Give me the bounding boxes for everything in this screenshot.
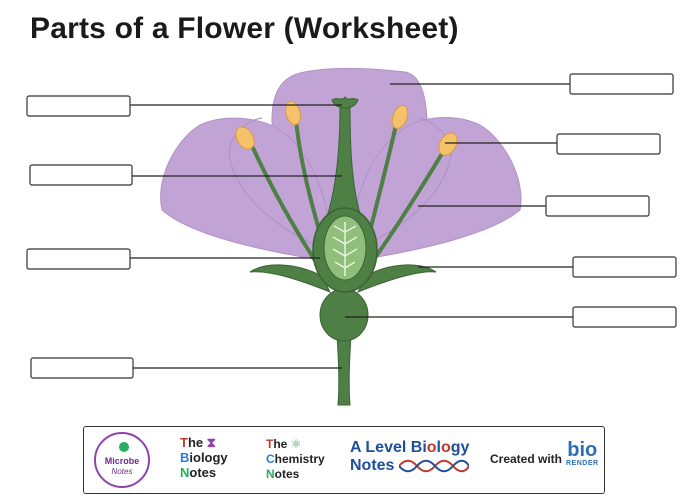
label-boxes [26,73,677,379]
anthers [235,100,458,156]
biology-notes-logo: The ⧗ Biology Notes [180,435,228,480]
receptacle [319,288,369,342]
dna-icon: ⧗ [206,435,216,450]
sepal-left [249,264,332,293]
label-box[interactable] [569,73,674,95]
petal-left-inner [228,117,326,251]
sepal-right [356,264,437,293]
petal-left [160,117,331,261]
flower-diagram [26,67,677,406]
label-box[interactable] [545,195,650,217]
label-box[interactable] [572,306,677,328]
dna-wave-icon [398,459,470,473]
stem [335,319,353,406]
ovules [332,222,358,276]
biorender-logo: bio RENDER [566,439,599,467]
chemistry-notes-logo: The ⚛ Chemistry Notes [266,437,325,481]
microbe-icon [119,442,129,452]
label-box[interactable] [556,133,661,155]
created-with-text: Created with [490,452,563,466]
page-title: Parts of a Flower (Worksheet) [30,12,459,45]
petal-right-inner [354,117,452,251]
a-level-biology-notes-logo: A Level Biology Notes [350,439,470,474]
microbe-notes-logo: Microbe Notes [94,432,150,488]
label-box[interactable] [29,164,133,186]
leader-lines [130,83,573,369]
label-box[interactable] [30,357,134,379]
label-box[interactable] [26,95,131,117]
atom-icon: ⚛ [290,437,302,451]
label-box[interactable] [572,256,677,278]
footer-logos: Microbe Notes The ⧗ Biology Notes The ⚛ … [83,426,605,494]
label-box[interactable] [26,248,131,270]
